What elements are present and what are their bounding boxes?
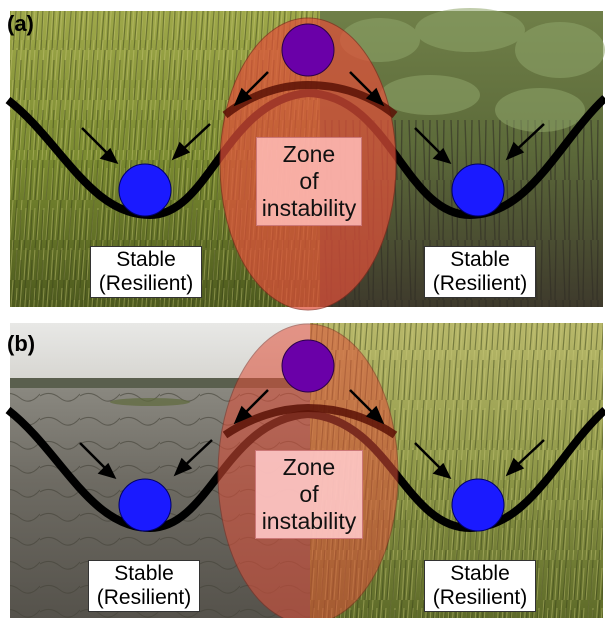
zone-label-line: Zone <box>282 454 336 480</box>
panel-label: (b) <box>7 331 36 356</box>
panel-label: (a) <box>7 11 34 36</box>
stable-state-label-left: Stable (Resilient) <box>88 560 200 612</box>
stable-label-line: (Resilient) <box>432 272 528 295</box>
zone-label-line: of <box>299 168 319 194</box>
stable-ball-right <box>451 478 505 532</box>
stable-ball-right <box>451 163 505 217</box>
stable-state-label-right: Stable (Resilient) <box>424 246 536 298</box>
zone-label-line: instability <box>261 195 357 221</box>
unstable-ball <box>281 339 335 393</box>
stable-label-line: (Resilient) <box>98 272 194 295</box>
instability-zone-label: Zone of instability <box>255 450 363 539</box>
stable-ball-left <box>118 478 172 532</box>
stability-landscape-curve-peak <box>222 403 398 439</box>
instability-zone-label: Zone of instability <box>256 137 362 226</box>
stable-label-line: Stable <box>114 562 174 585</box>
stable-label-line: (Resilient) <box>432 586 528 609</box>
zone-label-line: instability <box>261 508 357 534</box>
unstable-ball <box>281 23 335 77</box>
stable-label-line: Stable <box>450 248 510 271</box>
zone-label-line: of <box>299 481 319 507</box>
stable-state-label-left: Stable (Resilient) <box>90 246 202 298</box>
stable-label-line: Stable <box>450 562 510 585</box>
stable-state-label-right: Stable (Resilient) <box>424 560 536 612</box>
stable-ball-left <box>118 163 172 217</box>
stable-label-line: (Resilient) <box>96 586 192 609</box>
zone-label-line: Zone <box>282 141 336 167</box>
stable-label-line: Stable <box>116 248 176 271</box>
